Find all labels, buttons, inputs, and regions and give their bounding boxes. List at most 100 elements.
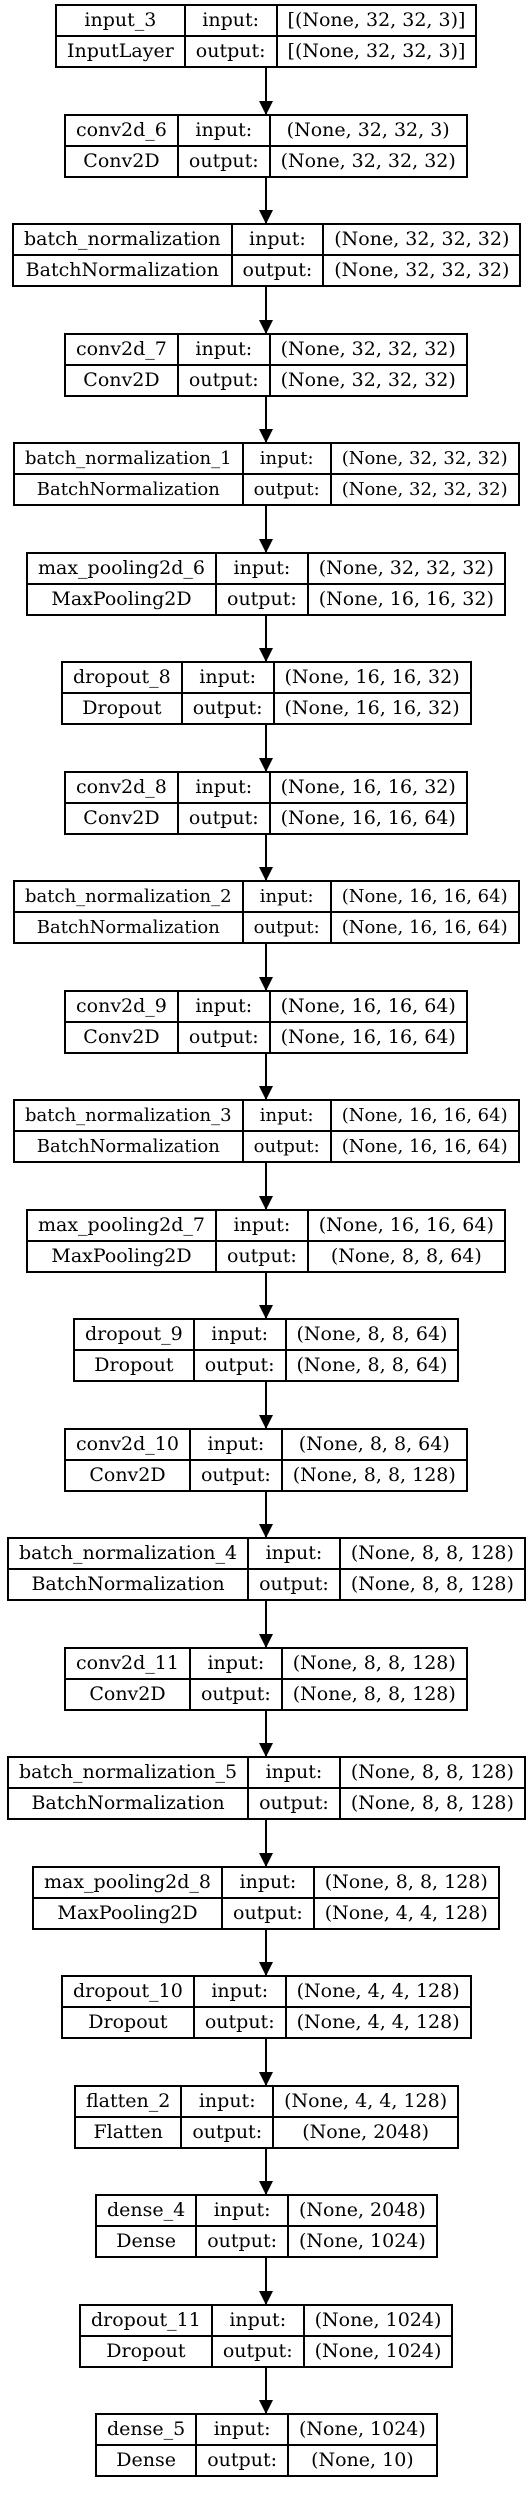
input-label: input: xyxy=(259,885,314,907)
layer-type: InputLayer xyxy=(57,35,184,66)
output-label: output: xyxy=(178,1020,269,1052)
layer-name: dropout_8 xyxy=(73,666,171,688)
output-shape: (None, 4, 4, 128) xyxy=(314,1896,498,1928)
output-shape: (None, 2048) xyxy=(274,2115,458,2147)
layer-type: Conv2D xyxy=(66,1677,189,1709)
input-label: input: xyxy=(259,1104,314,1126)
output-shape: (None, 8, 8, 128) xyxy=(340,1568,524,1599)
output-shape: (None, 16, 16, 64) xyxy=(331,1130,518,1161)
input-label: input: xyxy=(195,775,253,798)
output-shape: (None, 16, 16, 64) xyxy=(270,1020,466,1052)
input-label: input: xyxy=(211,1323,268,1345)
connector-arrow xyxy=(259,287,273,333)
output-shape: (None, 1024) xyxy=(304,2334,452,2366)
layer-type: BatchNormalization xyxy=(9,1568,248,1599)
input-shape: (None, 8, 8, 64) xyxy=(296,1323,448,1345)
output-shape: (None, 8, 8, 128) xyxy=(282,1677,466,1709)
connector-arrow xyxy=(259,68,273,114)
output-label: output: xyxy=(185,35,276,66)
connector-arrow xyxy=(259,2258,273,2304)
connector-arrow xyxy=(259,944,273,990)
output-shape: (None, 8, 8, 64) xyxy=(286,1349,458,1380)
output-label: output: xyxy=(232,254,323,285)
input-label: input: xyxy=(207,1432,265,1455)
layer-type: Dense xyxy=(97,2225,196,2256)
layer-type: BatchNormalization xyxy=(15,1130,242,1161)
connector-arrow xyxy=(259,506,273,552)
layer-type: BatchNormalization xyxy=(15,473,242,504)
input-shape: (None, 16, 16, 64) xyxy=(280,994,456,1017)
input-shape: (None, 8, 8, 128) xyxy=(350,1542,514,1564)
layer-type: BatchNormalization xyxy=(9,1787,248,1818)
layer-name: dropout_9 xyxy=(85,1323,183,1345)
input-shape: (None, 8, 8, 128) xyxy=(324,1870,488,1893)
input-label: input: xyxy=(211,1980,269,2002)
output-shape: (None, 8, 8, 128) xyxy=(340,1787,524,1818)
connector-arrow xyxy=(259,615,273,662)
output-label: output: xyxy=(217,1239,307,1271)
layer-type: Flatten xyxy=(76,2115,181,2147)
layer-name: batch_normalization_2 xyxy=(25,885,232,907)
output-label: output: xyxy=(182,692,273,723)
input-label: input: xyxy=(259,447,314,469)
layer-type: Dropout xyxy=(75,1349,193,1380)
input-shape: (None, 1024) xyxy=(314,2308,442,2331)
input-label: input: xyxy=(239,1870,297,1893)
layer-name: dense_4 xyxy=(107,2199,186,2221)
output-label: output: xyxy=(249,1787,339,1818)
input-label: input: xyxy=(195,994,253,1017)
layer-type: Conv2D xyxy=(66,1020,177,1052)
input-shape: (None, 4, 4, 128) xyxy=(296,1980,460,2002)
input-shape: [(None, 32, 32, 3)] xyxy=(287,9,466,31)
output-label: output: xyxy=(249,1568,339,1599)
output-shape: (None, 32, 32, 32) xyxy=(324,254,520,285)
output-shape: (None, 8, 8, 64) xyxy=(308,1239,504,1271)
layer-type: Dropout xyxy=(63,2006,193,2037)
output-shape: (None, 10) xyxy=(288,2444,436,2475)
layer-name: conv2d_6 xyxy=(76,118,167,141)
layer-type: MaxPooling2D xyxy=(28,1239,215,1271)
layer-type: MaxPooling2D xyxy=(34,1896,221,1928)
layer-name: batch_normalization xyxy=(24,228,221,250)
output-label: output: xyxy=(197,2225,287,2256)
layer-name: conv2d_8 xyxy=(76,775,167,798)
input-shape: (None, 16, 16, 32) xyxy=(280,775,456,798)
input-shape: (None, 16, 16, 64) xyxy=(318,1213,494,1236)
output-shape: [(None, 32, 32, 3)] xyxy=(277,35,476,66)
connector-arrow xyxy=(259,1163,273,1209)
input-label: input: xyxy=(202,9,260,31)
input-label: input: xyxy=(229,2308,287,2331)
layer-type: Conv2D xyxy=(66,801,177,833)
layer-type: BatchNormalization xyxy=(15,911,242,942)
layer-type: BatchNormalization xyxy=(14,254,231,285)
output-shape: (None, 32, 32, 32) xyxy=(270,144,466,176)
input-label: input: xyxy=(207,1651,265,1674)
input-shape: (None, 16, 16, 64) xyxy=(341,1104,508,1126)
input-shape: (None, 32, 32, 3) xyxy=(286,118,450,141)
input-shape: (None, 4, 4, 128) xyxy=(284,2089,448,2112)
output-label: output: xyxy=(194,1349,285,1380)
connector-arrow xyxy=(259,2148,273,2195)
input-label: input: xyxy=(265,1761,323,1783)
output-shape: (None, 16, 16, 64) xyxy=(270,801,466,833)
output-shape: (None, 16, 16, 32) xyxy=(308,582,504,614)
output-shape: (None, 1024) xyxy=(288,2225,436,2256)
layer-name: conv2d_9 xyxy=(76,994,167,1017)
input-label: input: xyxy=(213,2199,271,2221)
input-shape: (None, 8, 8, 64) xyxy=(298,1432,450,1455)
output-shape: (None, 4, 4, 128) xyxy=(286,2006,470,2037)
layer-name: max_pooling2d_6 xyxy=(38,556,205,579)
connector-arrow xyxy=(259,1710,273,1757)
connector-arrow xyxy=(259,2367,273,2414)
